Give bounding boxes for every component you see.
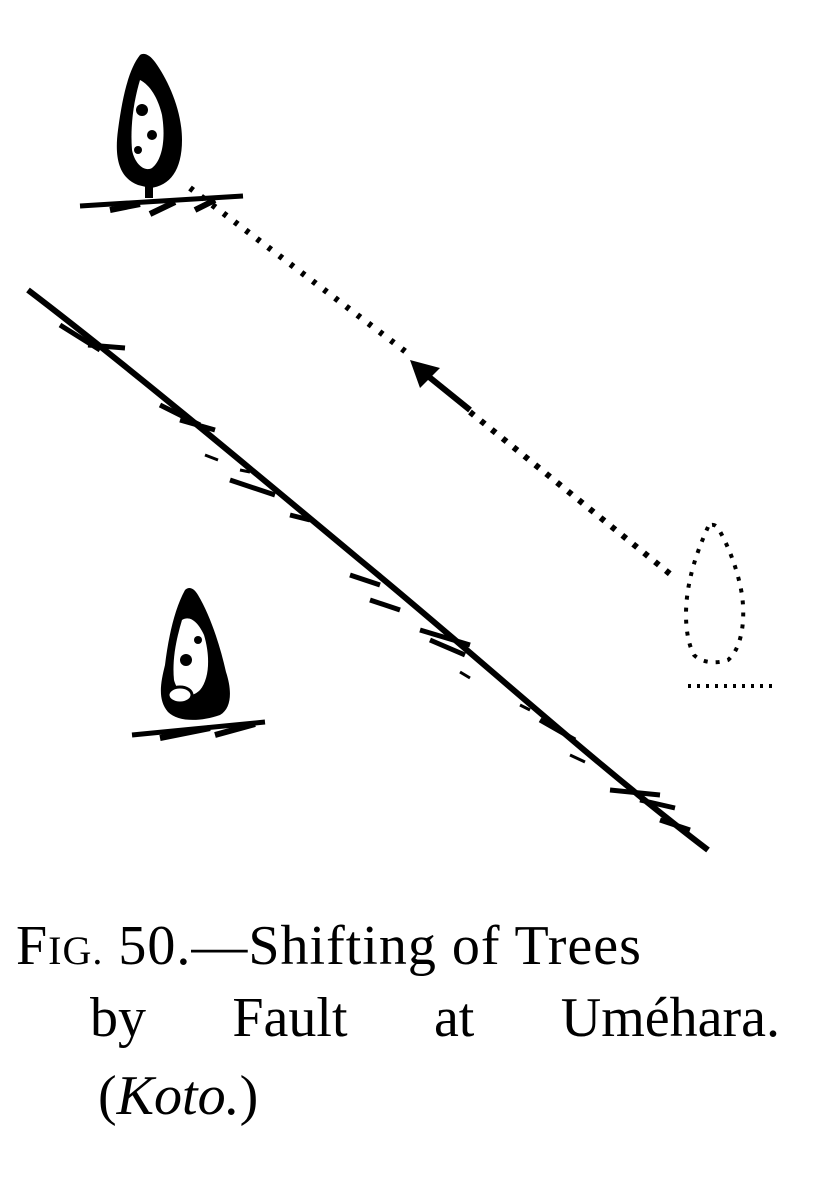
open-paren: ( [98,1065,117,1127]
figure-number: 50. [118,915,192,977]
caption-title: —Shifting of Trees [191,915,642,977]
caption-word: Uméhara. [560,987,780,1049]
arrow-icon [410,360,472,413]
shifted-tree [116,53,182,198]
close-paren: ) [239,1065,259,1127]
fault-diagram [26,53,775,853]
figure-caption-line-3: (Koto.) [98,1068,834,1124]
original-tree [160,587,230,720]
displacement-path [188,185,677,581]
figure-caption-line-1: FIG. 50.—Shifting of Trees [16,918,834,974]
caption-word: by [90,987,146,1049]
caption-word: Fault [232,987,348,1049]
fault-line [26,287,710,853]
caption-word: at [433,987,475,1049]
former-tree-outline [684,522,775,688]
shifted-tree-ground [79,193,244,217]
figure-caption-line-2: by Fault at Uméhara. [90,990,780,1046]
fig-prefix-small: IG. [48,928,104,973]
caption-author: Koto. [116,1065,240,1127]
fig-prefix-big: F [16,915,49,977]
original-tree-ground [131,719,266,741]
